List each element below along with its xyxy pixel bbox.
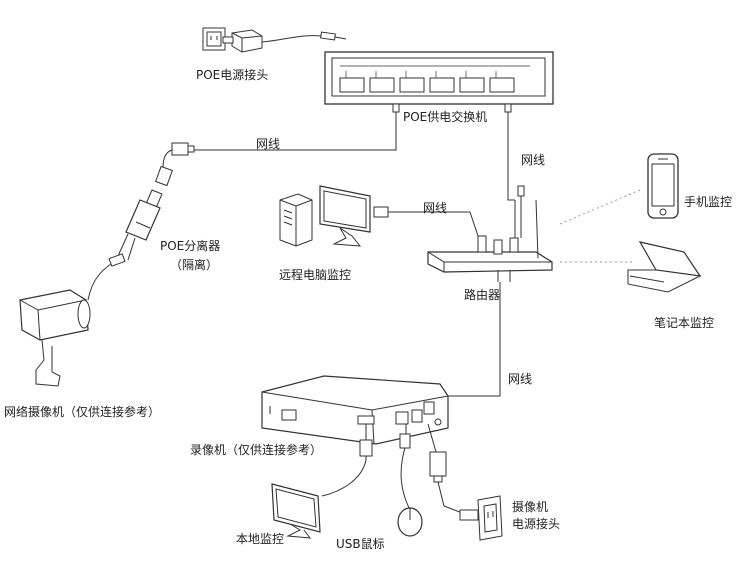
router-label: 路由器 xyxy=(464,288,501,302)
wall-socket-icon xyxy=(202,27,226,51)
local-monitor-label: 本地监控 xyxy=(236,532,285,546)
poe-power-connector-label: POE电源接头 xyxy=(196,68,269,82)
usb-mouse-label: USB鼠标 xyxy=(336,537,385,551)
phone-label: 手机监控 xyxy=(684,195,733,209)
wireless-to-phone xyxy=(559,189,641,225)
pc-tower-icon xyxy=(279,193,313,247)
cable-label-router-nvr: 网线 xyxy=(508,372,533,386)
ip-camera-icon xyxy=(19,289,91,387)
cable-switch-to-splitter xyxy=(190,104,397,151)
cable-pc-to-router xyxy=(388,211,479,237)
camera-power-adapter-icon xyxy=(429,451,447,483)
cable-label-switch-splitter: 网线 xyxy=(256,137,281,151)
camera-power-label-line1: 摄像机 xyxy=(512,500,549,514)
poe-switch-icon xyxy=(324,51,554,105)
pc-monitor-icon xyxy=(319,185,371,247)
poe-splitter-icon xyxy=(117,189,163,261)
cable-switch-to-router xyxy=(507,104,515,201)
router-icon xyxy=(427,185,553,282)
nvr-icon xyxy=(261,375,449,445)
local-monitor-icon xyxy=(271,483,321,539)
nvr-label: 录像机（仅供连接参考） xyxy=(190,443,323,457)
laptop-icon xyxy=(627,241,702,293)
camera-power-socket-icon xyxy=(459,495,503,541)
cable-nvr-to-monitor xyxy=(321,424,367,497)
phone-icon xyxy=(647,153,679,219)
poe-power-adapter-icon xyxy=(222,29,263,53)
poe-splitter-label: POE分离器 xyxy=(160,239,221,253)
camera-power-label-line2: 电源接头 xyxy=(512,517,561,531)
cable-label-switch-router: 网线 xyxy=(521,153,546,167)
poe-splitter-note: （隔离） xyxy=(170,258,219,272)
usb-mouse-icon xyxy=(397,507,423,537)
laptop-label: 笔记本监控 xyxy=(654,316,715,330)
adapter-cable xyxy=(261,35,323,43)
ip-camera-label: 网络摄像机（仅供连接参考） xyxy=(4,405,161,419)
adapter-dc-plug-icon xyxy=(320,31,347,41)
rj45-plug-icon xyxy=(171,142,195,156)
cable-label-pc-router: 网线 xyxy=(423,201,448,215)
poe-switch-label: POE供电交换机 xyxy=(403,110,488,124)
remote-pc-label: 远程电脑监控 xyxy=(279,268,352,282)
